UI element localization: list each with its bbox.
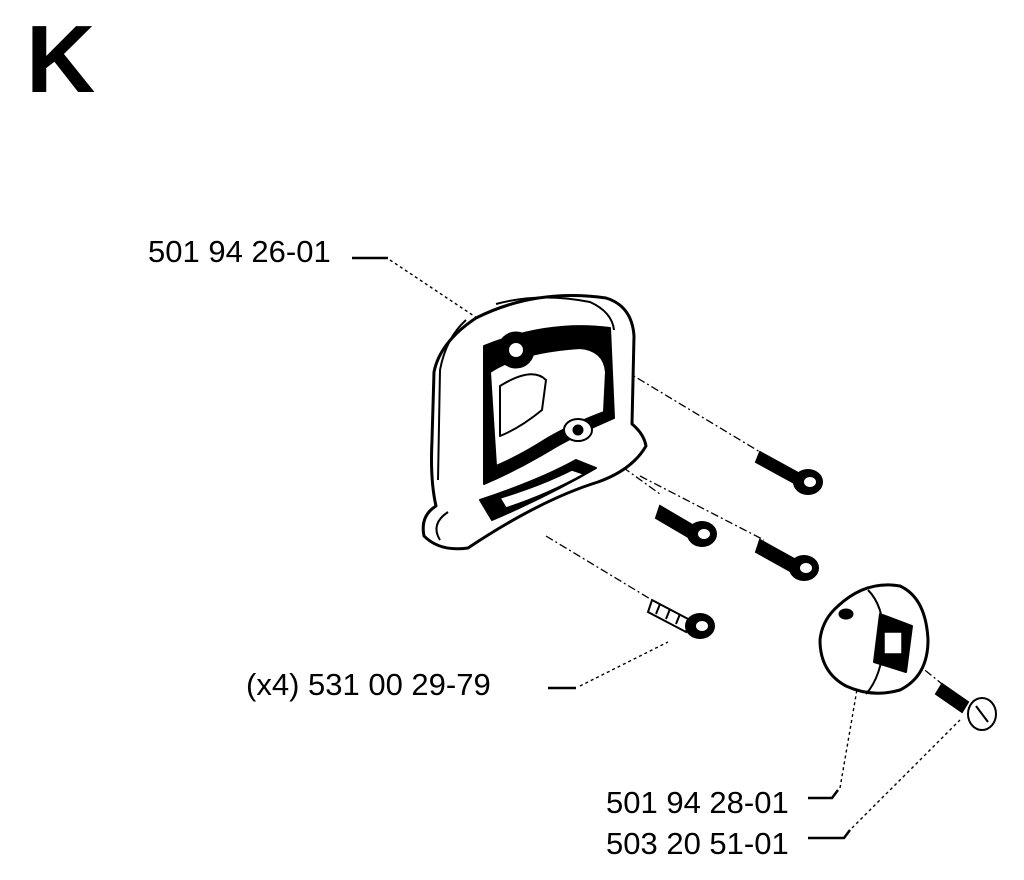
part-label-screw-set: (x4) 531 00 29-79 bbox=[246, 667, 491, 702]
screw-middle-right bbox=[754, 538, 819, 581]
part-label-clamp-screw: 503 20 51-01 bbox=[606, 826, 789, 861]
screw-middle-left bbox=[654, 504, 717, 547]
section-letter: K bbox=[26, 6, 96, 113]
housing-part bbox=[421, 294, 648, 551]
clamp-screw bbox=[934, 682, 997, 731]
part-label-clamp: 501 94 28-01 bbox=[606, 785, 789, 820]
clamp-part bbox=[818, 583, 930, 695]
screw-upper bbox=[754, 450, 823, 495]
leader-ticks bbox=[352, 256, 851, 840]
part-label-housing: 501 94 26-01 bbox=[148, 234, 331, 269]
screw-lower bbox=[646, 598, 715, 639]
